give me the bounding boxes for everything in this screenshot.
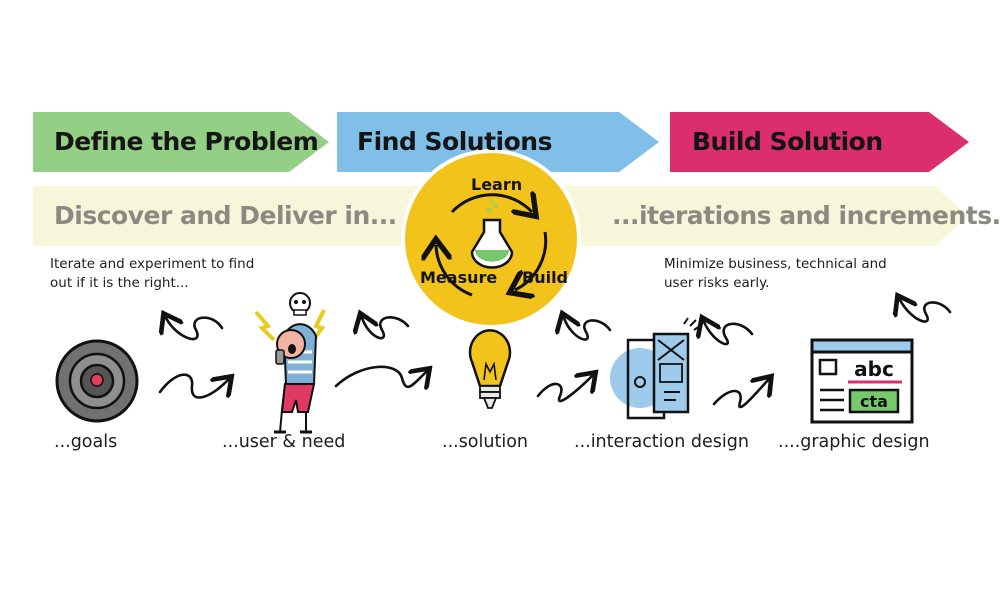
squiggle-back-2 bbox=[362, 317, 410, 340]
wireframe-icon bbox=[610, 317, 701, 420]
squiggle-back-3 bbox=[564, 318, 612, 341]
note-right-line-1: Minimize business, technical and bbox=[664, 256, 887, 272]
phase-label-find: Find Solutions bbox=[357, 127, 552, 156]
phase-label-define: Define the Problem bbox=[54, 127, 319, 156]
mockup-abc-text: abc bbox=[854, 357, 894, 381]
step-label-graphic: ....graphic design bbox=[778, 432, 930, 452]
squiggle-arrows bbox=[158, 300, 952, 409]
cycle-label-build: Build bbox=[522, 268, 569, 287]
phase-arrow-find bbox=[337, 112, 659, 172]
lightbulb-icon bbox=[468, 329, 512, 409]
mockup-cta-text: cta bbox=[860, 392, 888, 411]
note-right-line-2: user risks early. bbox=[664, 275, 770, 291]
note-right: Minimize business, technical and user ri… bbox=[664, 255, 887, 293]
banner-left-text: Discover and Deliver in... bbox=[54, 201, 397, 230]
note-left-line-1: Iterate and experiment to find bbox=[50, 256, 255, 272]
phase-arrow-build bbox=[670, 112, 969, 172]
squiggle-back-1 bbox=[166, 318, 224, 341]
stressed-user-icon bbox=[254, 292, 326, 434]
squiggle-forward-4 bbox=[712, 380, 768, 409]
step-label-goals: ...goals bbox=[54, 432, 118, 452]
squiggle-forward-3 bbox=[536, 376, 592, 403]
phase-label-build: Build Solution bbox=[692, 127, 883, 156]
squiggle-forward-2 bbox=[334, 367, 426, 387]
squiggle-back-4 bbox=[704, 322, 754, 346]
cycle-arrows bbox=[436, 195, 548, 295]
flask-icon bbox=[470, 200, 514, 269]
cycle-label-learn: Learn bbox=[471, 175, 523, 194]
cycle-label-measure: Measure bbox=[420, 268, 498, 287]
browser-mockup-icon: abc cta bbox=[810, 338, 914, 424]
step-label-interaction: ...interaction design bbox=[574, 432, 749, 452]
squiggle-back-5 bbox=[900, 300, 952, 323]
squiggle-forward-1 bbox=[158, 373, 228, 399]
step-label-solution: ...solution bbox=[442, 432, 528, 452]
note-left: Iterate and experiment to find out if it… bbox=[50, 255, 254, 293]
note-left-line-2: out if it is the right... bbox=[50, 275, 189, 291]
step-label-user: ...user & need bbox=[222, 432, 346, 452]
target-icon bbox=[55, 339, 139, 423]
phase-arrow-define bbox=[33, 112, 329, 172]
banner-right-text: ...iterations and increments. bbox=[612, 201, 1000, 230]
